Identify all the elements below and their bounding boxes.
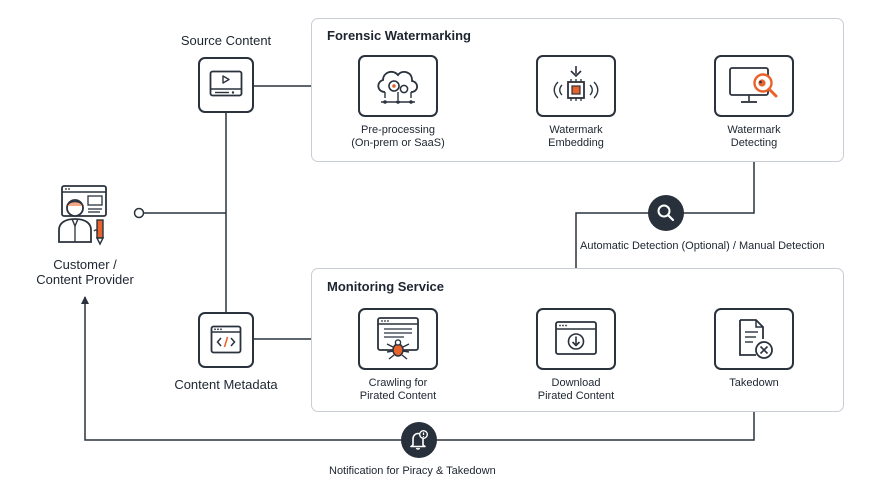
chip-download-icon <box>553 66 599 101</box>
source-content-label: Source Content <box>180 33 272 48</box>
content-provider-person-icon <box>58 185 107 246</box>
pre-processing-label: Pre-processing (On-prem or SaaS) <box>351 124 445 149</box>
search-icon <box>657 204 675 222</box>
monitoring-service-title: Monitoring Service <box>327 279 445 294</box>
watermark-embedding-node <box>536 55 616 117</box>
detection-caption: Automatic Detection (Optional) / Manual … <box>580 240 825 252</box>
monitor-magnifier-icon <box>729 67 778 103</box>
takedown-label: Takedown <box>729 377 779 389</box>
web-crawler-icon <box>377 317 419 360</box>
customer-figure <box>50 184 114 248</box>
crawling-label: Crawling for Pirated Content <box>359 377 437 402</box>
content-metadata-label: Content Metadata <box>174 377 278 392</box>
detection-badge <box>648 195 684 231</box>
download-window-icon <box>555 321 597 355</box>
crawling-node <box>358 308 438 370</box>
download-label: Download Pirated Content <box>537 377 615 402</box>
download-node <box>536 308 616 370</box>
cloud-gears-icon <box>377 70 419 104</box>
notification-badge <box>401 422 437 458</box>
forensic-watermarking-title: Forensic Watermarking <box>327 28 472 43</box>
document-remove-icon <box>739 319 773 359</box>
customer-label: Customer / Content Provider <box>36 257 134 287</box>
takedown-node <box>714 308 794 370</box>
video-player-icon <box>209 70 243 97</box>
content-metadata-node <box>198 312 254 368</box>
watermark-detecting-label: Watermark Detecting <box>727 124 781 149</box>
watermark-detecting-node <box>714 55 794 117</box>
notification-caption: Notification for Piracy & Takedown <box>329 465 496 477</box>
watermark-embedding-label: Watermark Embedding <box>548 124 604 149</box>
pre-processing-node <box>358 55 438 117</box>
code-window-icon <box>210 325 242 354</box>
source-content-node <box>198 57 254 113</box>
bell-alert-icon <box>410 430 428 450</box>
